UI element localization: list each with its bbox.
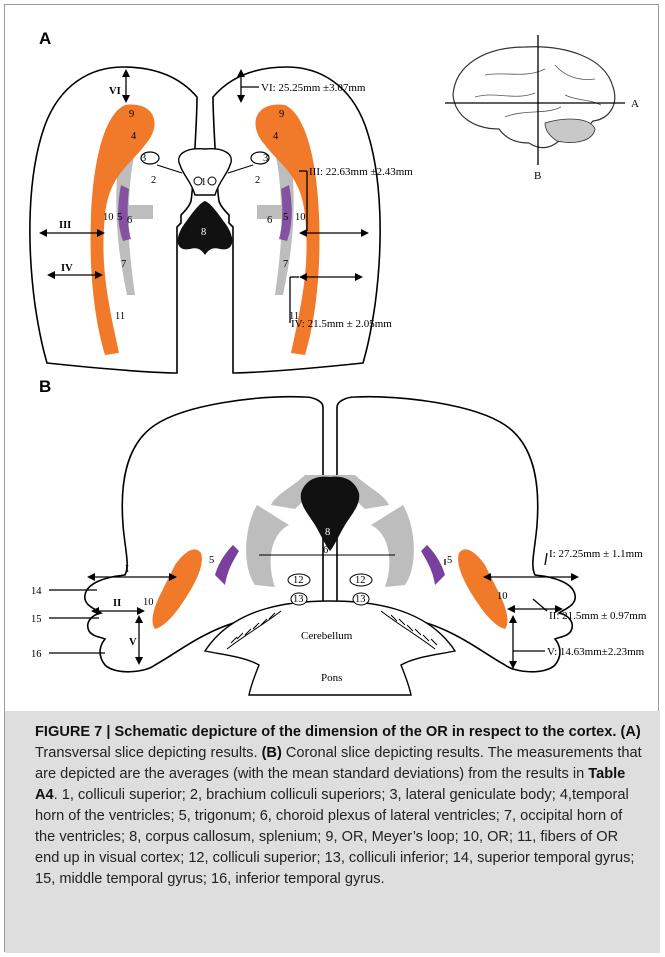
caption-legend-text: . 1, colliculi superior; 2, brachium col… xyxy=(35,787,634,887)
panel-b-letter: B xyxy=(39,377,51,396)
figure-caption: FIGURE 7 | Schematic depicture of the di… xyxy=(5,711,660,953)
svg-text:1: 1 xyxy=(201,177,206,188)
panel-b-num-5-left: 5 xyxy=(209,555,214,566)
panel-b-num-6: 6 xyxy=(323,545,328,556)
svg-text:3: 3 xyxy=(263,153,268,164)
panel-a-measure-iv: IV: 21.5mm ± 2.05mm xyxy=(291,318,392,330)
svg-text:4: 4 xyxy=(131,131,137,142)
svg-text:5: 5 xyxy=(117,212,122,223)
panel-b-measure-v: V: 14.63mm±2.23mm xyxy=(547,646,645,658)
svg-text:9: 9 xyxy=(129,109,134,120)
panel-a-roman-vi: VI xyxy=(109,86,121,97)
panel-b-num-8: 8 xyxy=(325,527,330,538)
svg-text:5: 5 xyxy=(283,212,288,223)
svg-text:6: 6 xyxy=(267,215,272,226)
brain-inset-label-b: B xyxy=(534,170,541,182)
caption-title: FIGURE 7 | Schematic depicture of the di… xyxy=(35,724,616,740)
panel-a-letter: A xyxy=(39,29,51,48)
brain-inset-label-a: A xyxy=(631,98,639,110)
panel-b-num-12-left: 12 xyxy=(293,575,304,586)
panel-b-roman-v: V xyxy=(129,637,137,648)
caption-part-a-text: Transversal slice depicting results. xyxy=(35,745,262,761)
figure-frame: A xyxy=(4,4,659,952)
svg-text:10: 10 xyxy=(295,212,306,223)
svg-text:9: 9 xyxy=(279,109,284,120)
panel-b-measure-i: I: 27.25mm ± 1.1mm xyxy=(549,548,643,560)
panel-b-num-10-left: 10 xyxy=(143,597,154,608)
caption-part-b-label: (B) xyxy=(262,745,282,761)
svg-text:10: 10 xyxy=(103,212,114,223)
panel-b-num-5-right: 5 xyxy=(447,555,452,566)
svg-text:7: 7 xyxy=(283,259,288,270)
svg-text:3: 3 xyxy=(141,153,146,164)
panel-a-measure-vi: VI: 25.25mm ±3.07mm xyxy=(261,82,366,94)
panel-b-num-13-right: 13 xyxy=(355,594,366,605)
panel-a-roman-iii: III xyxy=(59,220,71,231)
caption-paragraph: FIGURE 7 | Schematic depicture of the di… xyxy=(35,722,646,890)
panel-b-roman-i: I xyxy=(125,564,129,575)
svg-text:7: 7 xyxy=(121,259,126,270)
svg-text:8: 8 xyxy=(201,227,206,238)
panel-b-measure-ii: II: 21.5mm ± 0.97mm xyxy=(549,610,647,622)
caption-part-a-label: (A) xyxy=(621,724,641,740)
gyrus-14-label: 14 xyxy=(31,586,42,597)
panel-b-num-13-left: 13 xyxy=(293,594,304,605)
svg-text:4: 4 xyxy=(273,131,279,142)
gyrus-16-label: 16 xyxy=(31,649,42,660)
svg-text:11: 11 xyxy=(115,311,125,322)
figure-illustration: A xyxy=(5,5,660,705)
pons-label: Pons xyxy=(321,672,342,684)
panel-a-roman-iv: IV xyxy=(61,263,73,274)
brain-inset-icon xyxy=(445,35,625,165)
panel-b-num-12-right: 12 xyxy=(355,575,366,586)
svg-text:2: 2 xyxy=(255,175,260,186)
panel-a-measure-iii: III: 22.63mm ±2.43mm xyxy=(309,166,413,178)
panel-b-roman-ii: II xyxy=(113,598,121,609)
gyrus-15-label: 15 xyxy=(31,614,42,625)
cerebellum-label: Cerebellum xyxy=(301,630,353,642)
svg-text:6: 6 xyxy=(127,215,132,226)
panel-b-num-10-right: 10 xyxy=(497,591,508,602)
svg-text:2: 2 xyxy=(151,175,156,186)
